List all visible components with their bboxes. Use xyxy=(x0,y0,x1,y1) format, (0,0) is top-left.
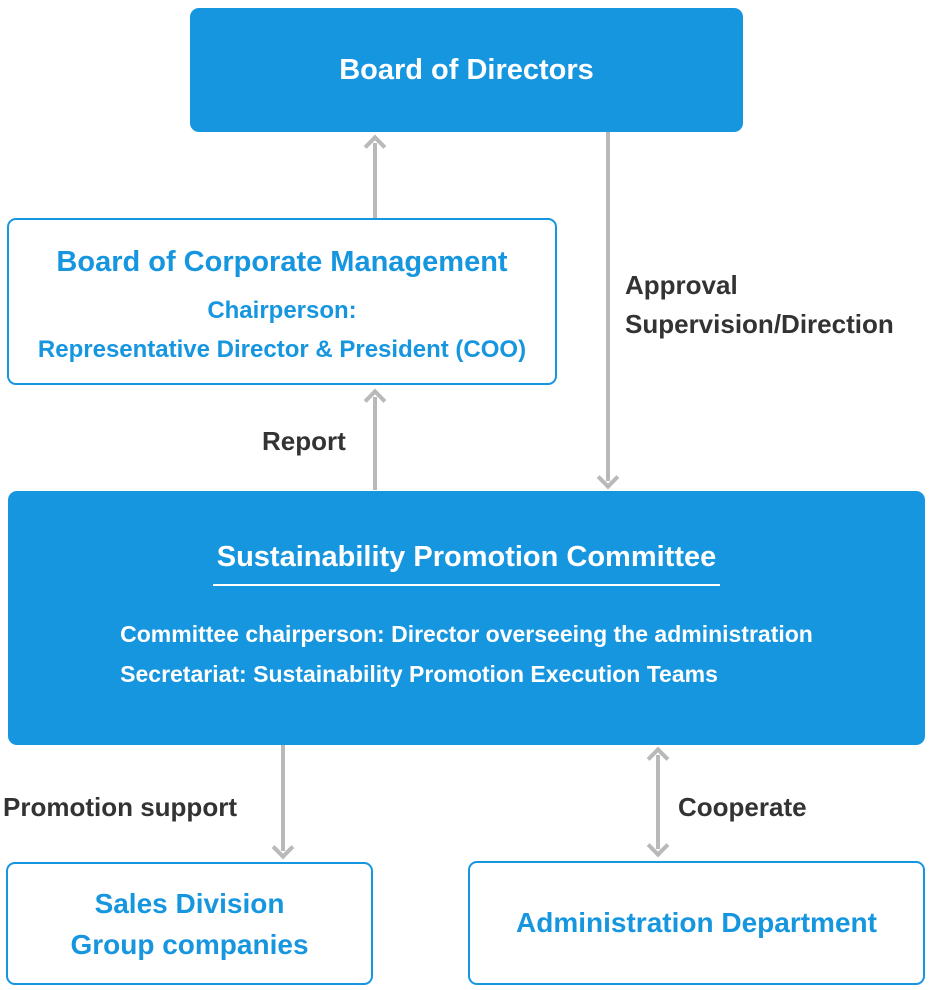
arrow-shaft xyxy=(656,755,660,849)
sales-division-line1: Sales Division xyxy=(94,887,285,919)
arrow-directors-to-committee-icon xyxy=(596,132,620,490)
committee-title: Sustainability Promotion Committee xyxy=(212,541,721,586)
sales-division-line2: Group companies xyxy=(70,928,309,960)
node-board-of-corporate-management: Board of Corporate Management Chairperso… xyxy=(7,218,557,385)
arrow-shaft xyxy=(373,143,377,218)
arrow-shaft xyxy=(606,132,610,481)
label-approval-line2: Supervision/Direction xyxy=(625,309,894,339)
arrow-shaft xyxy=(373,397,377,490)
arrow-committee-admin-bidirectional-icon xyxy=(646,746,670,858)
arrow-management-to-directors-icon xyxy=(363,134,387,218)
down-arrowhead-icon xyxy=(646,834,670,858)
administration-department-title: Administration Department xyxy=(516,907,877,938)
arrow-shaft xyxy=(281,745,285,851)
label-report: Report xyxy=(262,426,346,456)
node-administration-department: Administration Department xyxy=(468,861,925,985)
down-arrowhead-icon xyxy=(271,836,295,860)
corporate-management-chair-label: Chairperson: xyxy=(207,297,357,324)
committee-chairperson-line: Committee chairperson: Director overseei… xyxy=(120,621,813,647)
label-approval-supervision: Approval Supervision/Direction xyxy=(625,266,894,344)
committee-secretariat-line: Secretariat: Sustainability Promotion Ex… xyxy=(120,661,718,687)
corporate-management-chair-value: Representative Director & President (COO… xyxy=(37,336,527,363)
committee-details: Committee chairperson: Director overseei… xyxy=(120,614,813,694)
label-promotion-support: Promotion support xyxy=(3,792,237,822)
label-approval-line1: Approval xyxy=(625,270,738,300)
arrow-committee-to-sales-icon xyxy=(271,745,295,860)
label-cooperate: Cooperate xyxy=(678,792,807,822)
node-sales-division-group-companies: Sales Division Group companies xyxy=(6,862,373,985)
arrow-committee-to-management-icon xyxy=(363,388,387,490)
node-board-of-directors: Board of Directors xyxy=(190,8,743,132)
corporate-management-title: Board of Corporate Management xyxy=(56,246,508,278)
node-sustainability-promotion-committee: Sustainability Promotion Committee Commi… xyxy=(8,491,925,745)
down-arrowhead-icon xyxy=(596,466,620,490)
board-of-directors-title: Board of Directors xyxy=(339,53,594,86)
